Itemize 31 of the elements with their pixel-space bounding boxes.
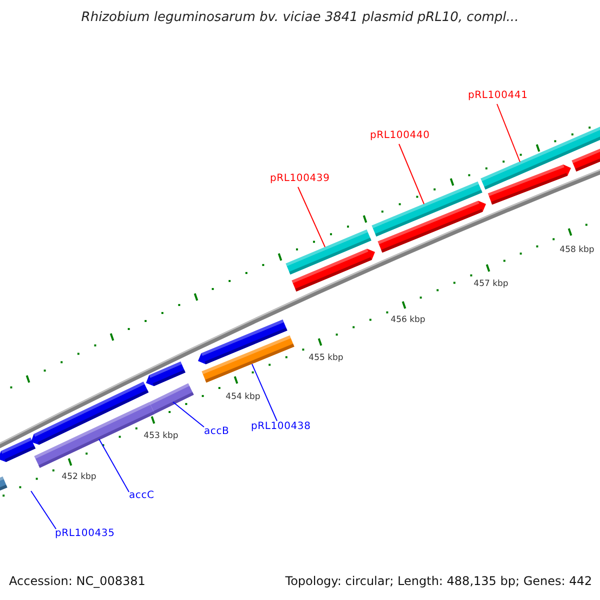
scale-label: 454 kbp bbox=[226, 392, 260, 402]
gene-label: pRL100435 bbox=[55, 528, 115, 540]
gene-label: pRL100440 bbox=[370, 130, 430, 142]
gene-label: accB bbox=[204, 426, 230, 438]
scale-label: 458 kbp bbox=[560, 245, 594, 255]
summary-text: Topology: circular; Length: 488,135 bp; Genes: 442 bbox=[285, 574, 592, 588]
leader-line bbox=[98, 438, 130, 492]
gene-label: pRL100441 bbox=[468, 90, 528, 102]
scale-label: 455 kbp bbox=[308, 353, 344, 363]
leader-line bbox=[252, 364, 278, 422]
scale-label: 453 kbp bbox=[144, 431, 178, 441]
gene-block bbox=[202, 335, 294, 383]
scale-label: 456 kbp bbox=[390, 315, 426, 325]
gene-label: pRL100438 bbox=[251, 421, 311, 433]
gene-block bbox=[488, 164, 571, 205]
gene-label: pRL100439 bbox=[270, 173, 330, 185]
gene-label: accC bbox=[129, 490, 154, 502]
leader-line bbox=[298, 186, 326, 248]
gene-block bbox=[378, 200, 486, 253]
leader-line bbox=[30, 490, 56, 530]
leader-line bbox=[496, 104, 520, 162]
gene-block bbox=[292, 248, 375, 292]
accession-text: Accession: NC_008381 bbox=[9, 574, 146, 588]
leader-line bbox=[398, 144, 424, 204]
gene-block bbox=[572, 148, 600, 172]
gene-block bbox=[149, 383, 194, 414]
leader-line bbox=[172, 402, 204, 428]
gene-block bbox=[0, 438, 36, 462]
scale-label: 457 kbp bbox=[474, 279, 508, 289]
gene-block bbox=[146, 362, 186, 386]
map-title: Rhizobium leguminosarum bv. viciae 3841 plasmid pRL10, compl... bbox=[80, 10, 520, 25]
